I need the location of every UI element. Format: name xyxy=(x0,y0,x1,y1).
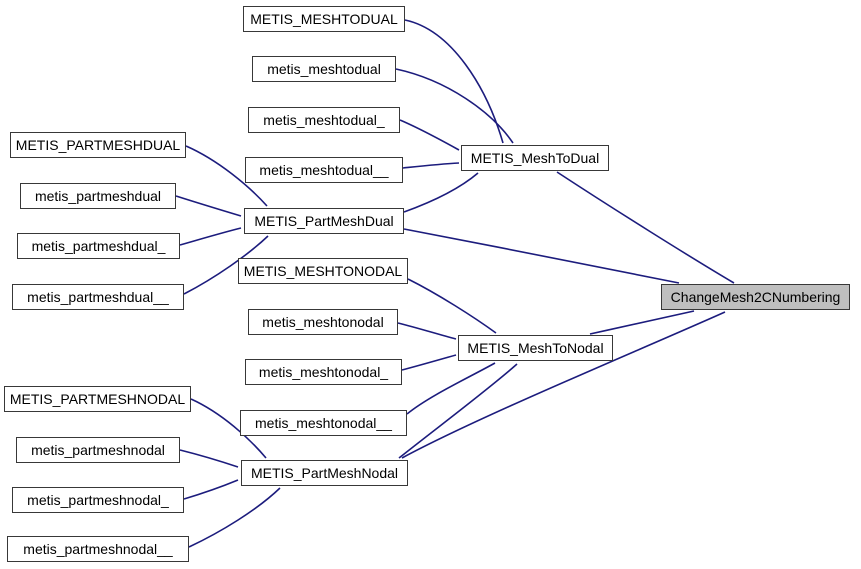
edges-group xyxy=(175,19,735,548)
node-label: METIS_MeshToNodal xyxy=(467,340,604,356)
node-metis-meshtonodal-13[interactable]: metis_meshtonodal__ xyxy=(240,410,407,436)
edge-metis-meshtodual-to-metis-meshtodual xyxy=(404,19,504,144)
node-label: METIS_MESHTONODAL xyxy=(243,263,403,279)
node-metis-partmeshnodal-15[interactable]: METIS_PARTMESHNODAL xyxy=(4,386,191,412)
edge-metis-partmeshnodal-to-metis-partmeshnodal xyxy=(190,398,267,459)
node-metis-partmeshdual-8[interactable]: metis_partmeshdual__ xyxy=(12,284,184,310)
node-label: METIS_MESHTODUAL xyxy=(250,11,398,27)
node-label: metis_meshtonodal__ xyxy=(255,415,392,431)
node-changemesh2cnumbering-20: ChangeMesh2CNumbering xyxy=(661,284,850,310)
edge-metis-partmeshdual-to-metis-partmeshdual xyxy=(175,195,242,217)
edge-metis-partmeshnodal-to-metis-meshtonodal xyxy=(398,363,518,459)
node-metis-partmeshnodal-17[interactable]: metis_partmeshnodal_ xyxy=(12,487,184,513)
edge-metis-meshtodual-to-metis-meshtodual xyxy=(395,68,514,144)
edge-metis-meshtodual-to-metis-meshtodual xyxy=(402,162,460,169)
node-metis-meshtonodal-10[interactable]: METIS_MESHTONODAL xyxy=(238,258,408,284)
node-label: metis_partmeshdual__ xyxy=(27,289,169,305)
edge-metis-meshtonodal-to-changemesh2cnumbering xyxy=(589,310,695,335)
edge-metis-partmeshdual-to-changemesh2cnumbering xyxy=(403,228,680,284)
node-label: metis_partmeshnodal xyxy=(31,442,165,458)
edge-metis-partmeshdual-to-metis-partmeshdual xyxy=(179,227,242,246)
node-metis-partmeshnodal-19[interactable]: METIS_PartMeshNodal xyxy=(241,460,408,486)
edge-metis-partmeshdual-to-metis-partmeshdual xyxy=(185,145,268,207)
edge-metis-partmeshnodal-to-changemesh2cnumbering xyxy=(401,311,726,459)
edge-metis-meshtonodal-to-metis-meshtonodal xyxy=(401,354,457,371)
node-label: METIS_MeshToDual xyxy=(470,150,600,166)
node-label: metis_partmeshdual_ xyxy=(31,238,166,254)
node-metis-partmeshdual-6[interactable]: metis_partmeshdual xyxy=(20,183,176,209)
node-metis-meshtodual-0[interactable]: METIS_MESHTODUAL xyxy=(243,6,405,32)
node-metis-meshtonodal-12[interactable]: metis_meshtonodal_ xyxy=(245,359,402,385)
edge-metis-partmeshnodal-to-metis-partmeshnodal xyxy=(188,487,281,548)
edge-metis-meshtonodal-to-metis-meshtonodal xyxy=(406,362,496,415)
node-label: metis_partmeshdual xyxy=(34,188,162,204)
node-metis-partmeshdual-7[interactable]: metis_partmeshdual_ xyxy=(17,233,180,259)
node-metis-meshtodual-4[interactable]: METIS_MeshToDual xyxy=(461,145,609,171)
node-label: METIS_PartMeshNodal xyxy=(250,465,399,481)
edge-metis-partmeshdual-to-metis-meshtodual xyxy=(403,172,479,213)
edge-metis-partmeshnodal-to-metis-partmeshnodal xyxy=(179,449,239,468)
node-label: metis_meshtodual xyxy=(267,61,381,77)
node-metis-partmeshdual-9[interactable]: METIS_PartMeshDual xyxy=(244,208,404,234)
node-label: metis_partmeshnodal_ xyxy=(27,492,169,508)
node-metis-meshtonodal-11[interactable]: metis_meshtonodal xyxy=(248,309,398,335)
node-metis-partmeshnodal-16[interactable]: metis_partmeshnodal xyxy=(16,437,180,463)
node-metis-meshtodual-1[interactable]: metis_meshtodual xyxy=(252,56,396,82)
node-label: metis_meshtonodal_ xyxy=(258,364,389,380)
edge-metis-meshtonodal-to-metis-meshtonodal xyxy=(407,278,497,334)
edge-metis-partmeshdual-to-metis-partmeshdual xyxy=(183,235,269,295)
edge-metis-meshtodual-to-changemesh2cnumbering xyxy=(556,171,735,284)
node-label: METIS_PARTMESHDUAL xyxy=(15,137,181,153)
node-label: metis_meshtodual_ xyxy=(263,112,385,128)
node-metis-meshtodual-3[interactable]: metis_meshtodual__ xyxy=(245,157,403,183)
node-label: metis_meshtonodal xyxy=(262,314,384,330)
edge-metis-meshtodual-to-metis-meshtodual xyxy=(399,119,460,151)
node-label: METIS_PARTMESHNODAL xyxy=(9,391,186,407)
node-metis-partmeshnodal-18[interactable]: metis_partmeshnodal__ xyxy=(7,536,189,562)
edge-metis-partmeshnodal-to-metis-partmeshnodal xyxy=(183,479,239,500)
node-label: metis_meshtodual__ xyxy=(259,162,389,178)
edge-metis-meshtonodal-to-metis-meshtonodal xyxy=(397,322,457,340)
node-label: metis_partmeshnodal__ xyxy=(23,541,173,557)
node-label: ChangeMesh2CNumbering xyxy=(670,289,841,305)
node-metis-meshtodual-2[interactable]: metis_meshtodual_ xyxy=(248,107,400,133)
node-metis-meshtonodal-14[interactable]: METIS_MeshToNodal xyxy=(458,335,613,361)
node-metis-partmeshdual-5[interactable]: METIS_PARTMESHDUAL xyxy=(10,132,186,158)
node-label: METIS_PartMeshDual xyxy=(254,213,394,229)
